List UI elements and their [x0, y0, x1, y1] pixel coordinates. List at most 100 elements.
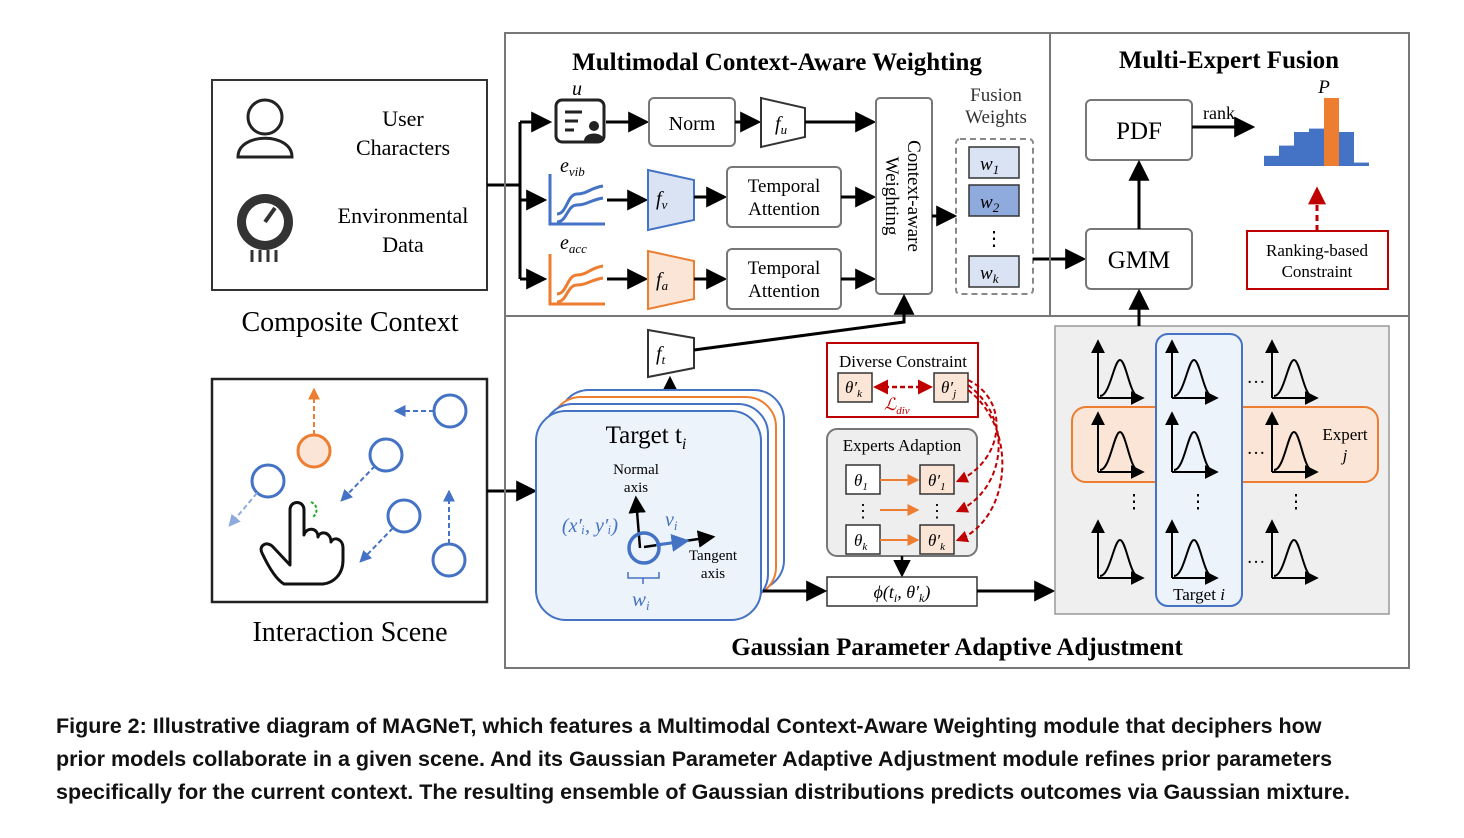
mef-title: Multi-Expert Fusion	[1119, 47, 1339, 74]
rank-bar	[1309, 128, 1324, 166]
rank-bar	[1354, 162, 1369, 166]
theta-j-prime-label: θ′j	[941, 378, 956, 400]
caption-line-3: specifically for the current context. Th…	[56, 780, 1350, 804]
gaussian-plot	[1165, 519, 1219, 585]
theta-k-prime2-box	[919, 524, 955, 555]
fa-label: fa	[656, 269, 669, 293]
rank-distribution-chart	[1264, 98, 1369, 166]
target-i-label: Target i	[1173, 585, 1225, 604]
mcaw-title: Multimodal Context-Aware Weighting	[572, 49, 982, 76]
normal-axis-2: axis	[624, 480, 648, 496]
gaussian-plot	[1091, 519, 1145, 585]
gauge-icon	[237, 194, 293, 262]
tap-indicator	[310, 501, 318, 518]
ranking-constraint-1: Ranking-based	[1266, 241, 1368, 260]
target-card	[535, 410, 762, 621]
fu-encoder	[760, 96, 806, 149]
composite-context-panel: User Characters Environmental Data	[211, 79, 488, 291]
fv-encoder	[647, 168, 695, 232]
ft-encoder	[647, 328, 695, 379]
fa-encoder	[647, 249, 695, 311]
phi-box	[826, 576, 978, 607]
width-brace	[627, 572, 660, 584]
theta-k-prime-box	[837, 372, 873, 403]
gmm-label: GMM	[1108, 247, 1171, 274]
acceleration-chart-icon	[548, 254, 605, 306]
user-card-icon	[554, 98, 606, 144]
composite-context-title: Composite Context	[242, 307, 459, 338]
p-label: P	[1317, 77, 1330, 98]
gaussian-plot	[1091, 339, 1145, 405]
wk-label: wk	[980, 263, 999, 286]
expert-dots-left: ⋮	[854, 501, 872, 521]
rank-label: rank	[1203, 103, 1235, 123]
normal-axis-1: Normal	[613, 462, 659, 478]
caption-line-1: Figure 2: Illustrative diagram of MAGNeT…	[56, 714, 1322, 738]
theta-k-box	[845, 524, 881, 555]
env-label-line2: Data	[382, 232, 424, 257]
rank-bar	[1324, 98, 1339, 166]
target-card-stack	[535, 389, 785, 621]
weight-w2	[968, 184, 1020, 217]
magnet-diagram: User Characters Environmental Data Compo…	[210, 32, 1410, 669]
grid-dots-row3: ···	[1247, 552, 1266, 573]
context-aware-label-2: Weighting	[881, 157, 902, 236]
width-label: wi	[632, 587, 650, 613]
user-label-line1: User	[382, 106, 424, 131]
hand-pointer-icon	[259, 501, 345, 586]
experts-adaption-label: Experts Adaption	[843, 436, 962, 455]
temporal-attention-2b: Attention	[748, 281, 820, 302]
theta-1-prime-label: θ′1	[928, 471, 946, 493]
target-title: Target ti	[606, 422, 687, 453]
env-label-line1: Environmental	[338, 203, 469, 228]
norm-label: Norm	[669, 113, 716, 135]
expert-dots-right: ⋮	[928, 501, 946, 521]
fu-label: fu	[775, 113, 788, 137]
temporal-attention-2a: Temporal	[748, 258, 821, 279]
user-label-line2: Characters	[356, 135, 450, 160]
fusion-weights-group	[955, 138, 1034, 295]
temporal-attention-1a: Temporal	[748, 176, 821, 197]
w1-label: w1	[980, 154, 999, 177]
weight-wk	[968, 255, 1020, 288]
ldiv-label: ℒdiv	[884, 395, 910, 417]
fusion-weights-label-1: Fusion	[970, 85, 1022, 106]
ranking-constraint-box	[1246, 230, 1389, 290]
gaussian-plot	[1165, 339, 1219, 405]
theta-1-prime-box	[919, 464, 955, 495]
interaction-scene-panel	[210, 377, 489, 604]
gaussian-plot	[1265, 519, 1319, 585]
expert-j-label-2: j	[1341, 446, 1348, 465]
theta-k-label: θk	[854, 531, 868, 553]
velocity-label: vi	[665, 509, 678, 533]
theta-k-prime2-label: θ′k	[928, 531, 946, 553]
context-aware-label-1: Context-aware	[903, 140, 924, 252]
fusion-weights-label-2: Weights	[965, 107, 1027, 128]
target-circle	[627, 531, 661, 565]
w2-label: w2	[980, 192, 1000, 215]
rank-bar	[1294, 132, 1309, 166]
tangent-axis-2: axis	[701, 566, 725, 582]
mef-panel: Multi-Expert Fusion PDF rank P GMM Ranki…	[1049, 32, 1410, 317]
position-label: (x′ᵢ, y′ᵢ)	[562, 515, 618, 537]
weight-w1	[968, 146, 1020, 179]
theta-1-label: θ1	[854, 471, 868, 493]
figure-caption: Figure 2: Illustrative diagram of MAGNeT…	[56, 710, 1464, 838]
grid-dots-row1: ···	[1247, 372, 1266, 393]
gaussian-grid	[1091, 339, 1319, 585]
weights-ellipsis: ⋮	[984, 228, 1004, 250]
gaussian-plot	[1165, 411, 1219, 479]
pdf-label: PDF	[1116, 118, 1162, 145]
expert-j-label-1: Expert	[1322, 425, 1368, 444]
rank-bar	[1279, 145, 1294, 166]
highlight-target-circle	[296, 433, 332, 469]
tangent-axis-1: Tangent	[689, 548, 738, 564]
fv-label: fv	[656, 188, 668, 212]
grid-dots-row2: ···	[1247, 443, 1266, 464]
diverse-constraint-label: Diverse Constraint	[839, 352, 967, 371]
eacc-label: eacc	[560, 232, 587, 256]
rank-bar	[1339, 132, 1354, 166]
phi-label: ϕ(ti, θ′k)	[874, 582, 931, 605]
vibration-chart-icon	[548, 174, 605, 226]
theta-j-prime-box	[933, 372, 969, 403]
